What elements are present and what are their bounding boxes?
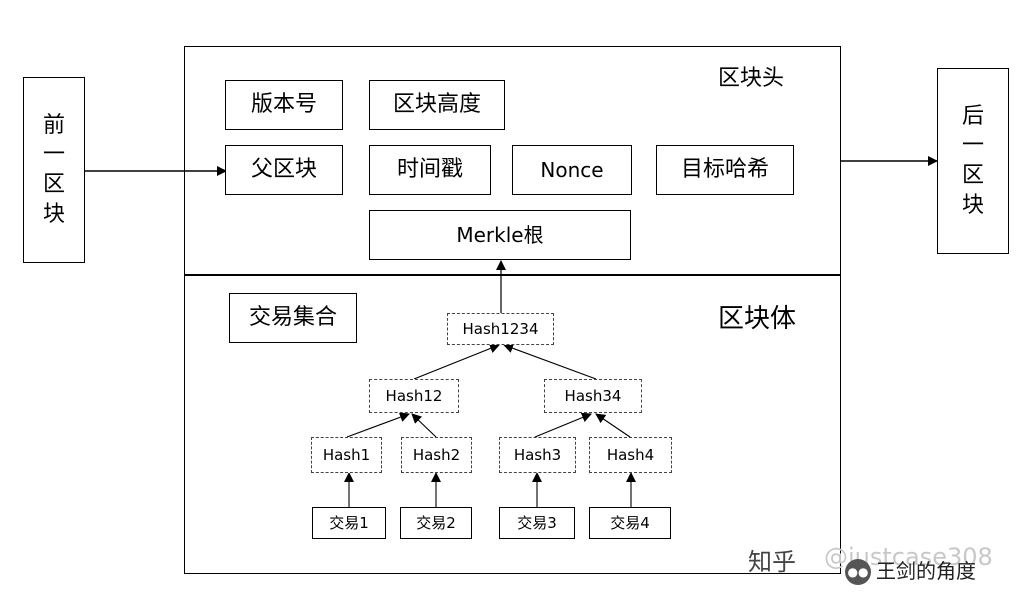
hash12-node: Hash12 — [369, 379, 459, 413]
h1-to-h12-arrow — [346, 412, 410, 438]
block-header-title: 区块头 — [718, 66, 785, 91]
next-block-char: 块 — [961, 192, 984, 218]
hash-root-node: Hash1234 — [447, 313, 554, 345]
next-block: 后 一 区 块 — [937, 68, 1009, 254]
tx1-node: 交易1 — [312, 507, 386, 539]
prev-block-char: 块 — [42, 201, 65, 227]
tx-set-box: 交易集合 — [229, 293, 357, 343]
h12-to-root-arrow — [413, 343, 500, 380]
hash1-node: Hash1 — [311, 437, 382, 473]
timestamp-field: 时间戳 — [369, 145, 491, 195]
block-body-title: 区块体 — [718, 304, 797, 334]
h2-to-h12-arrow — [411, 413, 437, 438]
next-block-char: 一 — [961, 133, 984, 159]
hash4-node: Hash4 — [589, 437, 672, 473]
prev-block-char: 区 — [42, 172, 65, 197]
wechat-icon: ●● — [845, 559, 871, 585]
target-hash-field: 目标哈希 — [656, 145, 794, 195]
next-block-char: 后 — [961, 103, 984, 129]
prev-block-char: 前 — [42, 112, 65, 138]
h3-to-h34-arrow — [534, 412, 592, 438]
version-field: 版本号 — [225, 80, 343, 130]
block-header-frame — [184, 46, 841, 276]
merkle-root-field: Merkle根 — [369, 210, 631, 260]
watermark-account: 王剑的角度 — [876, 559, 976, 583]
h34-to-root-arrow — [503, 343, 597, 380]
prev-block: 前 一 区 块 — [23, 77, 85, 263]
tx2-node: 交易2 — [400, 507, 472, 539]
height-field: 区块高度 — [369, 80, 505, 130]
tx3-node: 交易3 — [499, 507, 575, 539]
hash2-node: Hash2 — [401, 437, 472, 473]
prev-block-char: 一 — [42, 142, 65, 168]
hash34-node: Hash34 — [544, 379, 642, 413]
parent-field: 父区块 — [225, 145, 343, 195]
h4-to-h34-arrow — [595, 413, 631, 438]
block-body-frame — [184, 274, 841, 574]
next-block-char: 区 — [961, 163, 984, 188]
tx4-node: 交易4 — [589, 507, 671, 539]
nonce-field: Nonce — [512, 145, 632, 195]
watermark-site: 知乎 — [748, 548, 796, 576]
hash3-node: Hash3 — [499, 437, 576, 473]
